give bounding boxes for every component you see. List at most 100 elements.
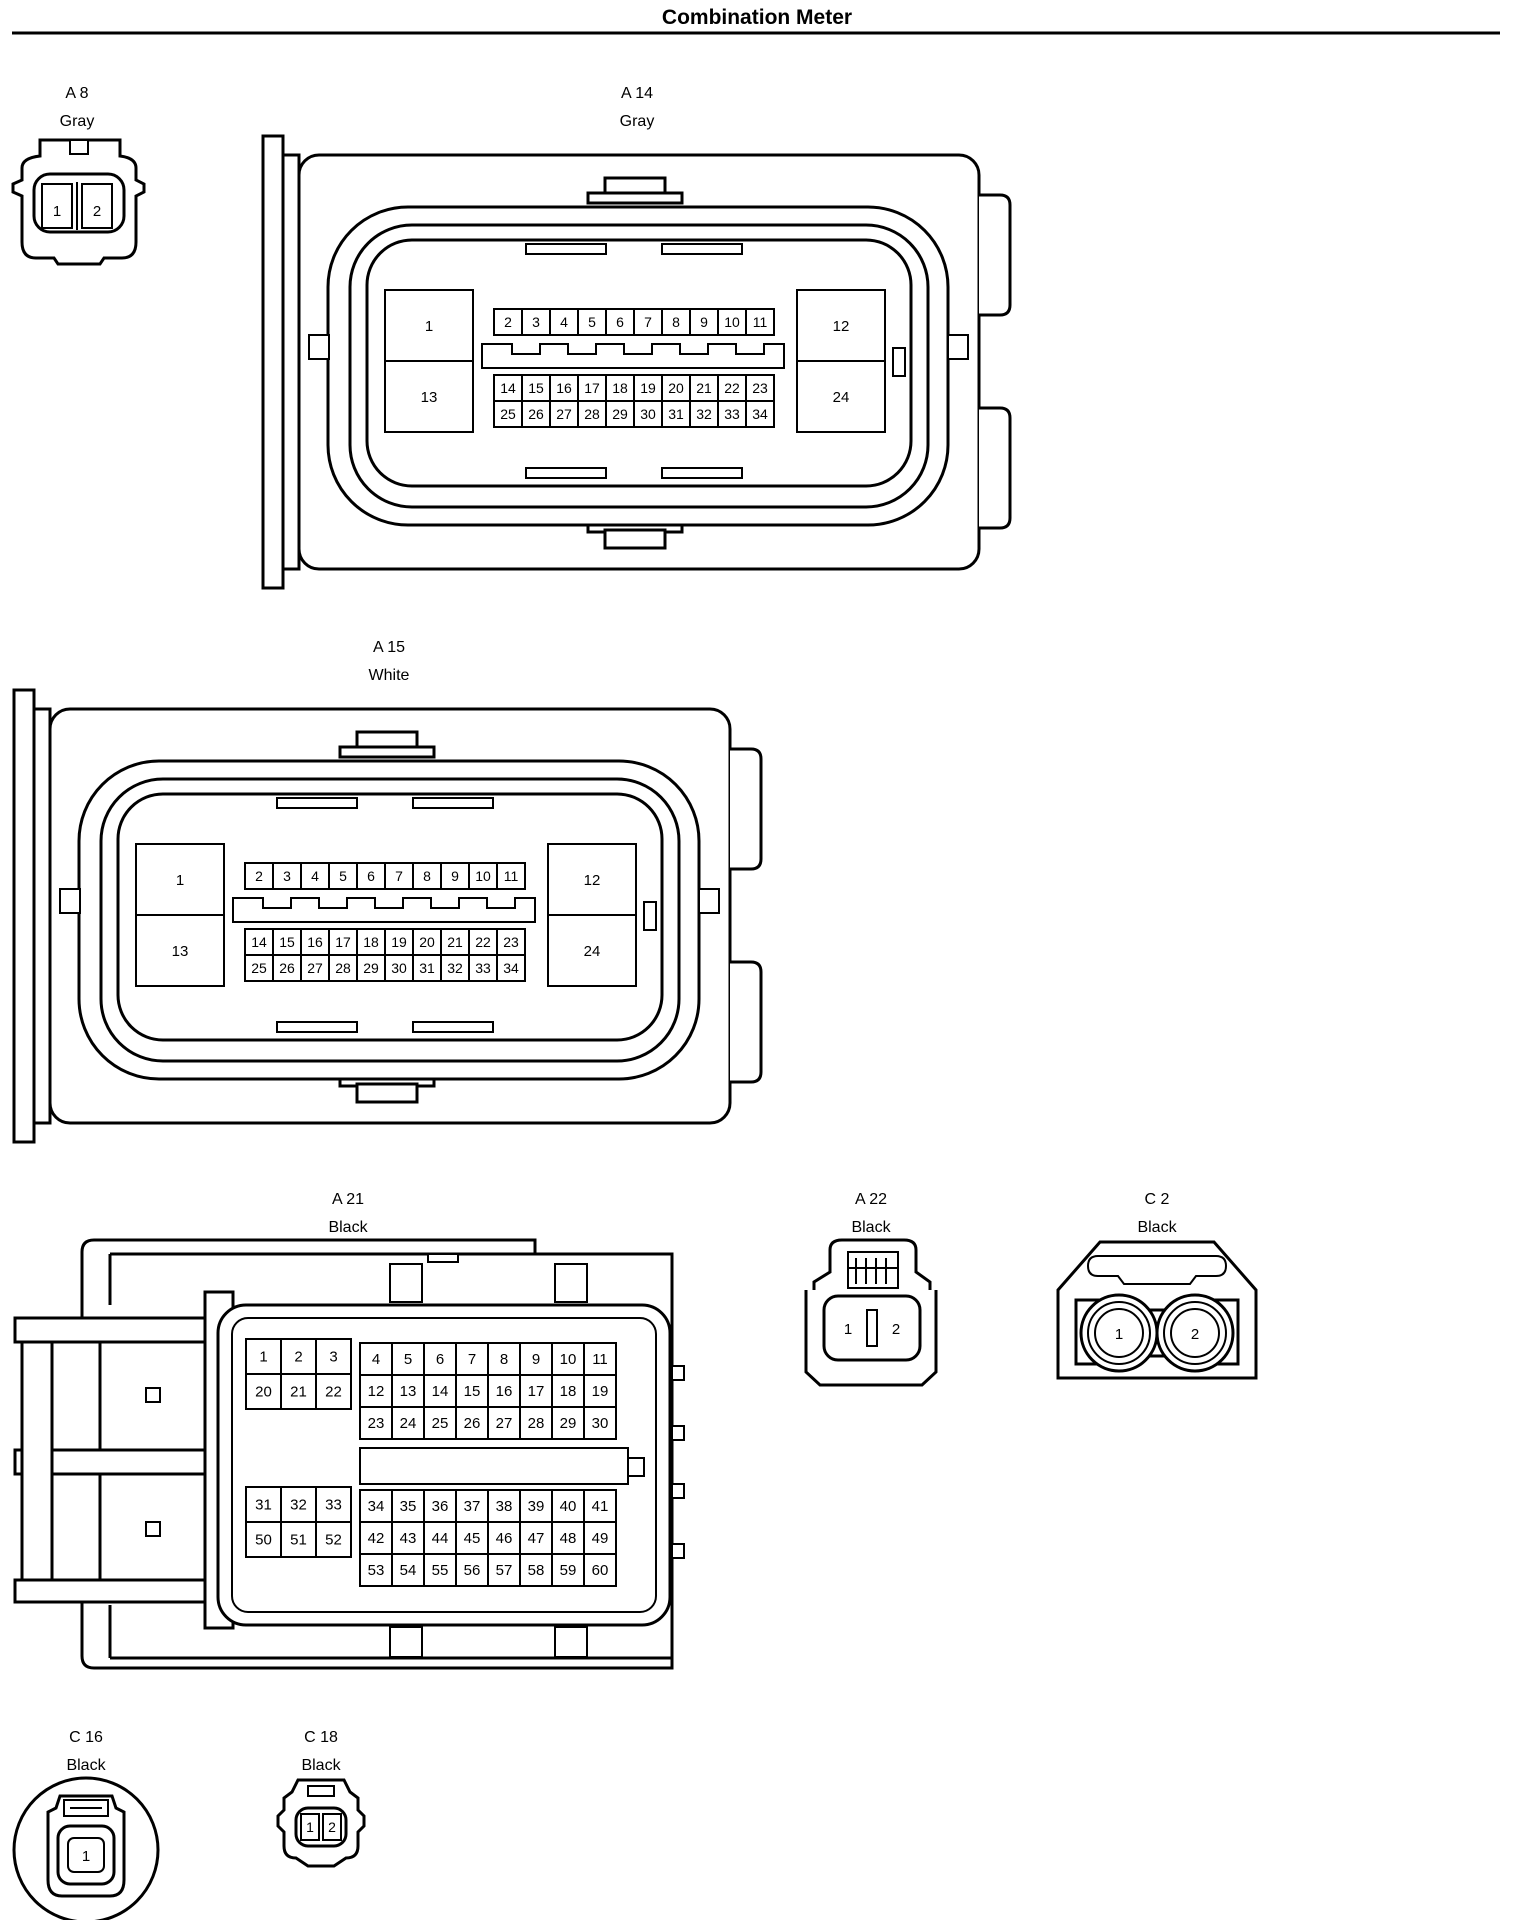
connector-a21-pin-cell-28 bbox=[519, 1406, 553, 1440]
connector-a8-pin-2: 2 bbox=[93, 203, 101, 220]
connector-c16-color: Black bbox=[66, 1757, 106, 1774]
connector-a21-pin-59: 59 bbox=[560, 1562, 577, 1579]
connector-a15-pin-cell-9 bbox=[440, 862, 470, 890]
connector-a21-pin-7: 7 bbox=[468, 1351, 476, 1368]
connector-a14-pin-9: 9 bbox=[700, 314, 708, 330]
connector-a14-pin-16: 16 bbox=[556, 380, 572, 396]
connector-a21-pin-47: 47 bbox=[528, 1530, 545, 1547]
connector-a14-pin-cell-11 bbox=[745, 308, 775, 336]
connector-a21-pin-cell-54 bbox=[391, 1553, 425, 1587]
connector-a14-pin-cell-29 bbox=[605, 400, 635, 428]
connector-a15-pin-9: 9 bbox=[451, 868, 459, 884]
connector-a21-pin-12: 12 bbox=[368, 1383, 385, 1400]
connector-a14-pin-1: 1 bbox=[425, 318, 433, 335]
connector-a15-pin-31: 31 bbox=[419, 960, 435, 976]
connector-a21-pin-1: 1 bbox=[259, 1349, 267, 1366]
connector-a15-pin-14: 14 bbox=[251, 934, 267, 950]
connector-a15-pin-33: 33 bbox=[475, 960, 491, 976]
connector-a15-pin-27: 27 bbox=[307, 960, 323, 976]
connector-c18-id: C 18 bbox=[304, 1729, 338, 1746]
connector-a21-pin-cell-55 bbox=[423, 1553, 457, 1587]
connector-a14-pin-31: 31 bbox=[668, 406, 684, 422]
connector-a22-pin-1: 1 bbox=[844, 1321, 852, 1338]
connector-a21-pin-cell-21 bbox=[280, 1373, 317, 1410]
connector-c16: C 16 Black 1 bbox=[12, 1729, 160, 1920]
connector-a21-pin-13: 13 bbox=[400, 1383, 417, 1400]
connector-a21-pin-5: 5 bbox=[404, 1351, 412, 1368]
connector-a15-pin-cell-29 bbox=[356, 954, 386, 982]
connector-a15-pin-26: 26 bbox=[279, 960, 295, 976]
connector-a15-pin-4: 4 bbox=[311, 868, 319, 884]
connector-a21-pin-32: 32 bbox=[290, 1497, 307, 1514]
connector-a21-pin-20: 20 bbox=[255, 1384, 272, 1401]
connector-a15-pin-24: 24 bbox=[584, 943, 601, 960]
connector-a14-pin-cell-8 bbox=[661, 308, 691, 336]
connector-a15-pin-32: 32 bbox=[447, 960, 463, 976]
connector-a14-pin-28: 28 bbox=[584, 406, 600, 422]
connector-a21-pin-31: 31 bbox=[255, 1497, 272, 1514]
connector-a22-housing bbox=[804, 1238, 938, 1387]
connector-a21-pin-cell-57 bbox=[487, 1553, 521, 1587]
connector-a14-pin-6: 6 bbox=[616, 314, 624, 330]
connector-a15-pin-18: 18 bbox=[363, 934, 379, 950]
connector-a14-pin-cell-23 bbox=[745, 374, 775, 402]
connector-a14-id: A 14 bbox=[621, 85, 653, 102]
connector-a14-pin-cell-10 bbox=[717, 308, 747, 336]
connector-a15-pin-12: 12 bbox=[584, 872, 601, 889]
connector-a14-pin-23: 23 bbox=[752, 380, 768, 396]
connector-a21-pin-cell-2 bbox=[280, 1338, 317, 1375]
connector-a21-pin-52: 52 bbox=[325, 1532, 342, 1549]
connector-a14-pin-34: 34 bbox=[752, 406, 768, 422]
connector-c16-id: C 16 bbox=[69, 1729, 103, 1746]
connector-a15-pin-19: 19 bbox=[391, 934, 407, 950]
connector-c2-id: C 2 bbox=[1145, 1191, 1170, 1208]
connector-a15-pin-28: 28 bbox=[335, 960, 351, 976]
connector-a14-pin-27: 27 bbox=[556, 406, 572, 422]
connector-a14-pin-18: 18 bbox=[612, 380, 628, 396]
connector-a14: A 14 Gray bbox=[261, 85, 1012, 590]
connector-a21-pin-17: 17 bbox=[528, 1383, 545, 1400]
connector-a14-pin-29: 29 bbox=[612, 406, 628, 422]
connector-a21-pin-22: 22 bbox=[325, 1384, 342, 1401]
connector-a21-pin-30: 30 bbox=[592, 1415, 609, 1432]
connector-c18-housing bbox=[276, 1778, 366, 1868]
connector-a14-pin-5: 5 bbox=[588, 314, 596, 330]
connector-a14-pin-13: 13 bbox=[421, 389, 438, 406]
connector-c18-pin-1: 1 bbox=[306, 1819, 314, 1835]
connector-a21-pin-58: 58 bbox=[528, 1562, 545, 1579]
connector-a21-pin-cell-30 bbox=[583, 1406, 617, 1440]
connector-c18: C 18 Black 1 2 bbox=[276, 1729, 366, 1868]
connector-a21-pin-cell-29 bbox=[551, 1406, 585, 1440]
connector-a21-pin-cell-23 bbox=[359, 1406, 393, 1440]
page-title: Combination Meter bbox=[662, 6, 852, 29]
connector-a21-pin-34: 34 bbox=[368, 1498, 385, 1515]
connector-a21-pin-26: 26 bbox=[464, 1415, 481, 1432]
connector-a14-pin-cell-25 bbox=[493, 400, 523, 428]
connector-a21-pin-cell-11 bbox=[583, 1342, 617, 1376]
connector-a21-pin-19: 19 bbox=[592, 1383, 609, 1400]
connector-a15-pin-22: 22 bbox=[475, 934, 491, 950]
connector-a14-pin-33: 33 bbox=[724, 406, 740, 422]
connector-a15-pin-2: 2 bbox=[255, 868, 263, 884]
connector-a14-pin-15: 15 bbox=[528, 380, 544, 396]
connector-a21-pin-51: 51 bbox=[290, 1532, 307, 1549]
connector-a15-pin-30: 30 bbox=[391, 960, 407, 976]
connector-a15-pin-29: 29 bbox=[363, 960, 379, 976]
connector-a15-pin-6: 6 bbox=[367, 868, 375, 884]
connector-a15-pin-8: 8 bbox=[423, 868, 431, 884]
connector-a21-pin-54: 54 bbox=[400, 1562, 417, 1579]
connector-a14-pin-cell-28 bbox=[577, 400, 607, 428]
connector-a15-pin-cell-10 bbox=[468, 862, 498, 890]
connector-a14-pin-10: 10 bbox=[724, 314, 740, 330]
connector-a15-pin-11: 11 bbox=[504, 868, 519, 884]
connector-a21-pin-9: 9 bbox=[532, 1351, 540, 1368]
connector-a21-housing bbox=[13, 1238, 685, 1670]
connector-a21-pin-41: 41 bbox=[592, 1498, 609, 1515]
connector-a15-pin-15: 15 bbox=[279, 934, 295, 950]
connector-a21-pin-23: 23 bbox=[368, 1415, 385, 1432]
connector-a15-pin-25: 25 bbox=[251, 960, 267, 976]
connector-a21-pin-42: 42 bbox=[368, 1530, 385, 1547]
connector-a21-pin-36: 36 bbox=[432, 1498, 449, 1515]
